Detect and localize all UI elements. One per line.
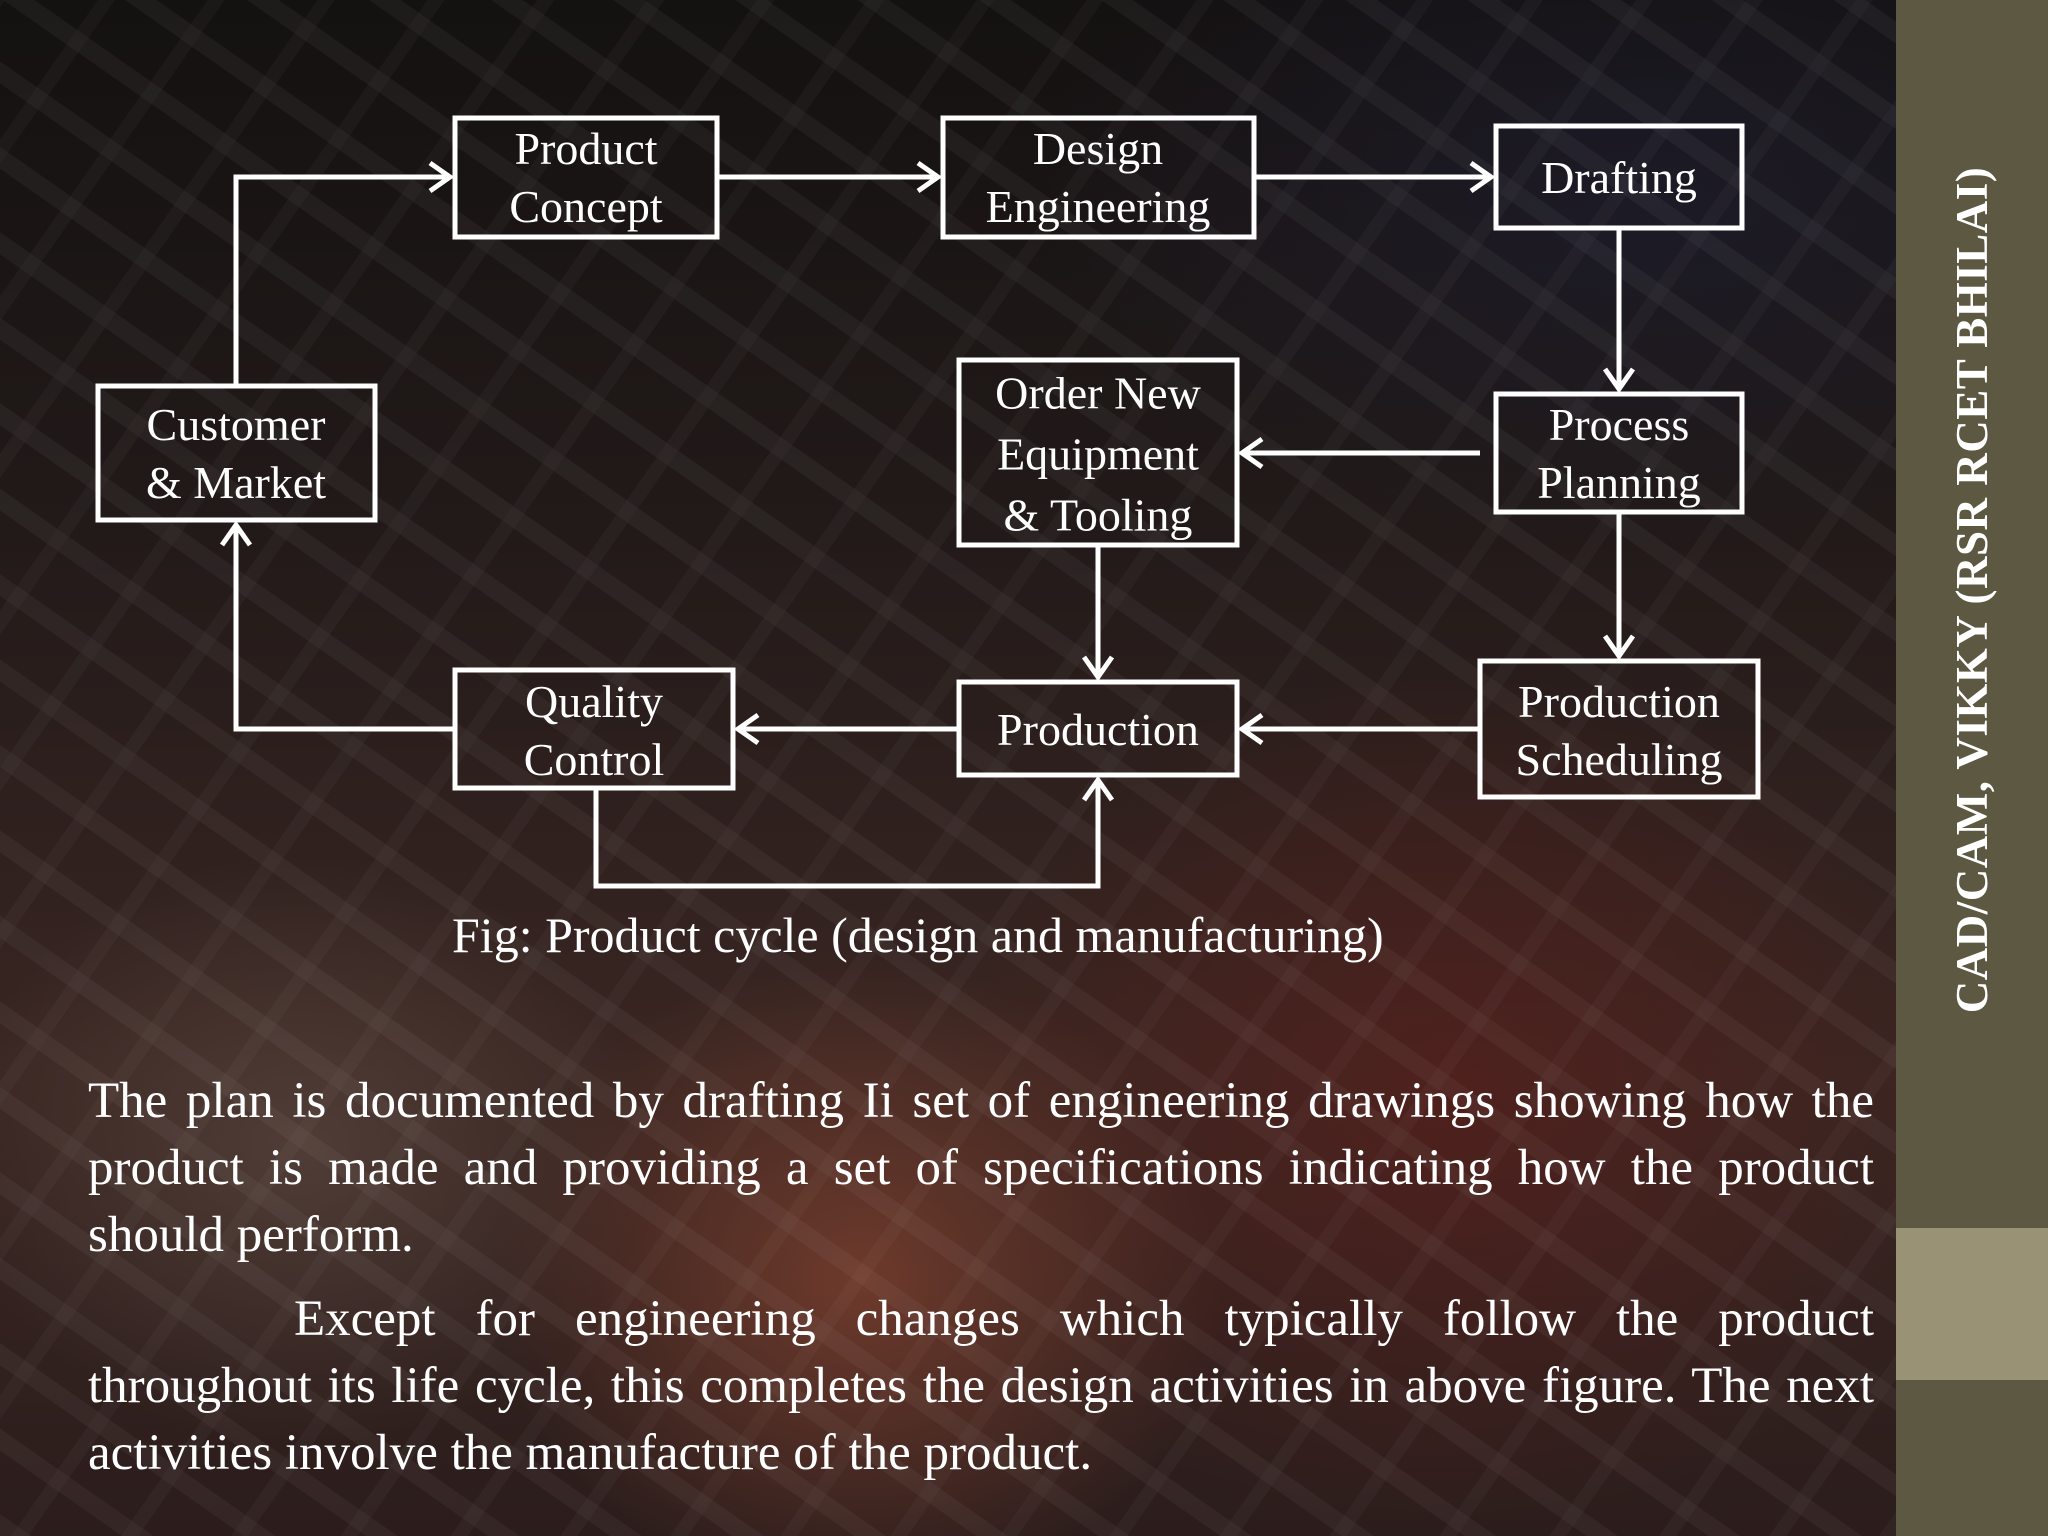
arrowhead (1237, 436, 1264, 470)
arrowhead (916, 160, 943, 194)
side-panel-accent (1896, 1228, 2048, 1380)
arrowhead (219, 520, 253, 547)
node-label-customer-market: Customer& Market (145, 399, 327, 508)
arrowhead (1081, 655, 1115, 682)
product-cycle-diagram (95, 115, 1761, 889)
edge-quality-to-production (593, 782, 1101, 889)
arrowhead (1469, 160, 1496, 194)
node-label-drafting: Drafting (1541, 152, 1697, 203)
arrowhead (1081, 775, 1115, 802)
figure-caption: Fig: Product cycle (design and manufactu… (452, 907, 1384, 963)
arrowhead (1237, 712, 1264, 746)
body-paragraph-2: Except for engineering changes which typ… (88, 1291, 1874, 1481)
arrowhead (428, 160, 455, 194)
slide-background (0, 0, 1896, 1536)
background-texture (0, 0, 1896, 1536)
edge-quality-to-customer (233, 527, 455, 732)
side-label: CAD/CAM, VIKKY (RSR RCET BHILAI) (1947, 166, 1997, 1014)
edge-customer-to-concept (233, 174, 448, 386)
body-paragraph-1: The plan is documented by drafting Ii se… (88, 1073, 1874, 1263)
arrowhead (1602, 634, 1636, 661)
node-label-production: Production (997, 704, 1199, 755)
arrowhead (733, 712, 760, 746)
arrowhead (1602, 367, 1636, 394)
